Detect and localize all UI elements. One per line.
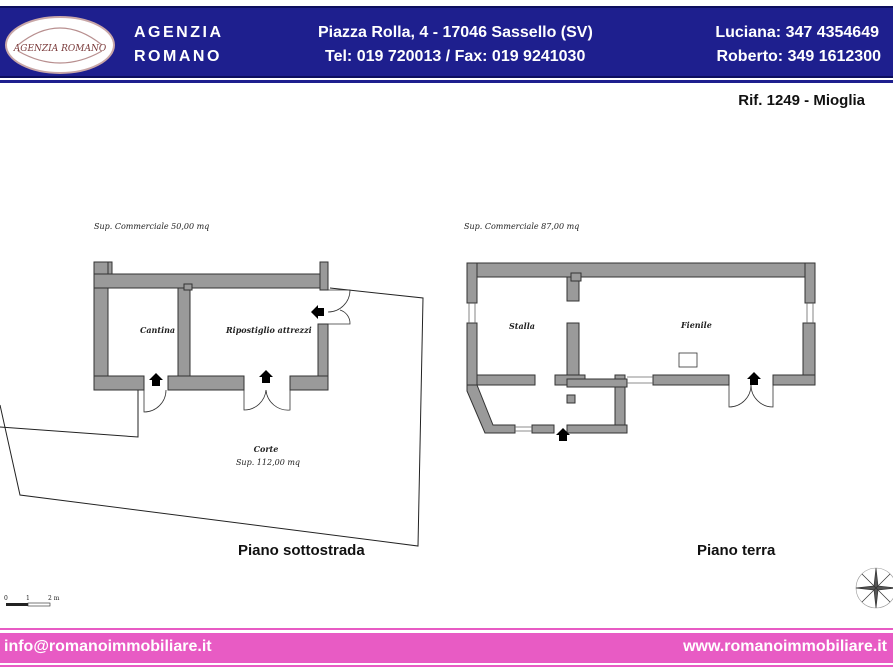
right-plan-surface: Sup. Commerciale 87,00 mq xyxy=(464,222,580,231)
door-swings-terra xyxy=(728,384,774,408)
left-plan-title: Piano sottostrada xyxy=(238,542,365,559)
windows xyxy=(468,303,814,432)
scale-label-2: 2 m xyxy=(48,595,60,602)
footer-topline xyxy=(0,628,893,630)
yard-surface: Sup. 112,00 mq xyxy=(236,458,300,467)
scale-bar: 0 1 2 m xyxy=(4,595,60,607)
footer-bottomline xyxy=(0,665,893,667)
scale-label-0: 0 xyxy=(4,595,8,602)
floor-plan-piano-terra: Stalla Fienile xyxy=(466,262,816,441)
entry-arrows xyxy=(149,305,324,386)
brand-line-2: ROMANO xyxy=(134,48,222,65)
right-plan-title: Piano terra xyxy=(697,542,776,559)
compass-rose-icon xyxy=(855,567,893,609)
floor-plan-sottostrada: Cantina Ripostiglio attrezzi Corte Sup. … xyxy=(0,261,424,547)
room-ripostiglio: Ripostiglio attrezzi xyxy=(225,325,312,335)
fienile-fixture xyxy=(678,352,698,368)
door-swings xyxy=(143,289,351,413)
agency-address: Piazza Rolla, 4 - 17046 Sassello (SV) xyxy=(318,24,593,41)
entry-arrows-terra xyxy=(556,372,761,441)
scale-label-1: 1 xyxy=(26,595,30,602)
header-underline xyxy=(0,80,893,83)
walls-terra xyxy=(466,262,816,434)
agency-phone-fax: Tel: 019 720013 / Fax: 019 9241030 xyxy=(325,48,586,65)
yard-outline-inner xyxy=(0,390,139,438)
agency-logo: AGENZIA ROMANO xyxy=(5,16,115,74)
header-bar xyxy=(0,6,893,78)
left-plan-surface: Sup. Commerciale 50,00 mq xyxy=(94,222,210,231)
room-fienile: Fienile xyxy=(680,320,712,330)
footer-website-link[interactable]: www.romanoimmobiliare.it xyxy=(683,638,887,655)
contact-luciana: Luciana: 347 4354649 xyxy=(715,24,879,41)
walls xyxy=(93,261,329,391)
brand-line-1: AGENZIA xyxy=(134,24,224,41)
yard-outline xyxy=(0,287,424,547)
contact-roberto: Roberto: 349 1612300 xyxy=(716,48,881,65)
room-cantina: Cantina xyxy=(140,325,175,335)
yard-name: Corte xyxy=(254,444,279,454)
logo-text: AGENZIA ROMANO xyxy=(13,44,107,54)
room-stalla: Stalla xyxy=(509,321,535,331)
property-reference: Rif. 1249 - Mioglia xyxy=(738,92,865,109)
footer-email-link[interactable]: info@romanoimmobiliare.it xyxy=(4,638,212,655)
header: AGENZIA ROMANO AGENZIA ROMANO Piazza Rol… xyxy=(0,0,893,84)
footer-bar xyxy=(0,633,893,663)
